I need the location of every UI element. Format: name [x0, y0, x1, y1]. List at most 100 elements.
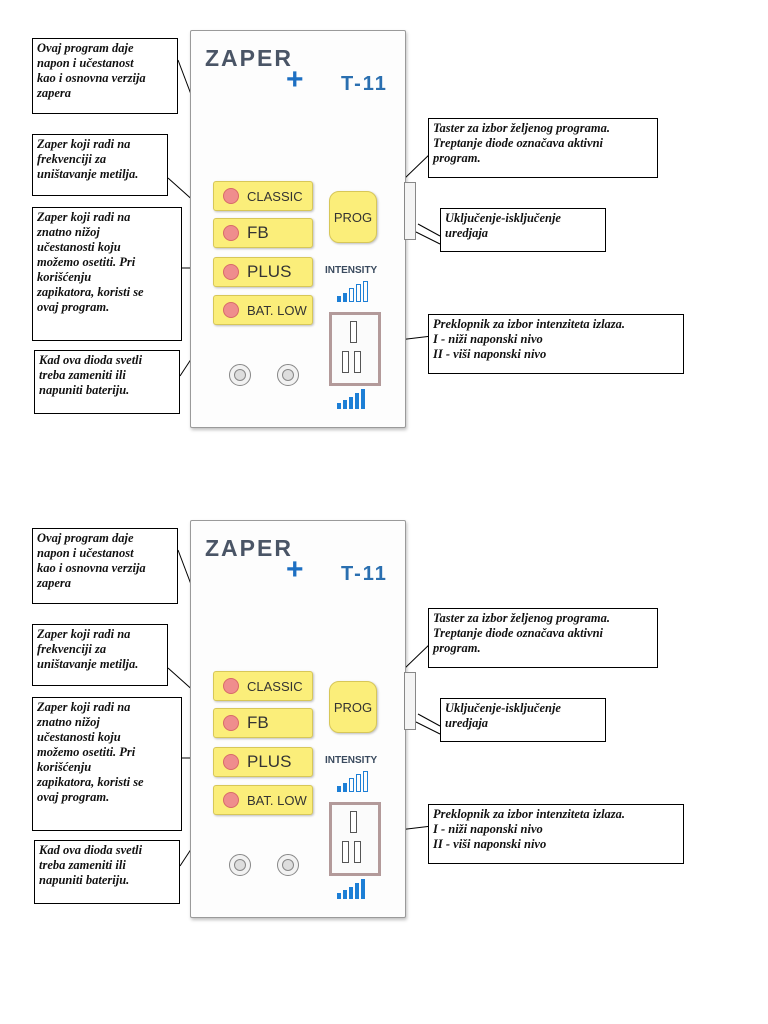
callout-line: kao i osnovna verzija	[37, 71, 146, 85]
callout-line: treba zameniti ili	[39, 368, 126, 382]
output-jack-icon	[229, 364, 251, 386]
intensity-label: INTENSITY	[325, 265, 378, 276]
program-plus-button[interactable]: PLUS	[213, 747, 313, 777]
classic-led-icon	[223, 188, 239, 204]
callout-line: Kad ova dioda svetli	[39, 843, 143, 857]
fb-led-icon	[223, 225, 239, 241]
program-classic-button[interactable]: CLASSIC	[213, 671, 313, 701]
callout-line: frekvenciji za	[37, 152, 107, 166]
plus-led-icon	[223, 754, 239, 770]
program-plus-button[interactable]: PLUS	[213, 257, 313, 287]
callout-line: I - niži naponski nivo	[433, 332, 543, 346]
callout-line: Zaper koji radi na	[37, 627, 131, 641]
callout-line: II - viši naponski nivo	[433, 347, 547, 361]
program-label: BAT. LOW	[247, 302, 307, 318]
program-fb-button[interactable]: FB	[213, 708, 313, 738]
level-two-slot-icon	[354, 841, 361, 863]
intensity-low-icon	[337, 771, 368, 792]
level-two-slot-icon	[342, 841, 349, 863]
callout-line: znatno nižoj	[37, 715, 100, 729]
callout-line: Preklopnik za izbor intenziteta izlaza.	[433, 807, 626, 821]
level-two-slot-icon	[342, 351, 349, 373]
output-jack-icon	[229, 854, 251, 876]
brand-name: ZAPER	[205, 535, 293, 561]
callout-line: program.	[433, 151, 481, 165]
callout-line: korišćenju	[37, 270, 92, 284]
callout-line: Ovaj program daje	[37, 531, 134, 545]
intensity-label: INTENSITY	[325, 755, 378, 766]
program-label: PLUS	[247, 262, 292, 281]
level-one-slot-icon	[350, 811, 357, 833]
callout-line: zapera	[37, 86, 72, 100]
zaper-diagram-panel: ZAPER + T-11 CLASSIC FB PLUS BAT. LOW PR…	[0, 0, 768, 440]
intensity-switch[interactable]	[329, 802, 381, 876]
callout-line: Taster za izbor željenog programa.	[433, 121, 610, 135]
callout-line: napon i učestanost	[37, 546, 134, 560]
level-two-slot-icon	[354, 351, 361, 373]
callout-line: zapikatora, koristi se	[37, 775, 144, 789]
level-one-slot-icon	[350, 321, 357, 343]
callout-prog: Taster za izbor željenog programa.Trepta…	[428, 608, 658, 668]
intensity-low-icon	[337, 281, 368, 302]
output-jack-icon	[277, 364, 299, 386]
battery-low-indicator: BAT. LOW	[213, 295, 313, 325]
plus-logo-icon: +	[286, 63, 304, 96]
callout-line: Taster za izbor željenog programa.	[433, 611, 610, 625]
callout-prog: Taster za izbor željenog programa.Trepta…	[428, 118, 658, 178]
zaper-device: ZAPER + T-11 CLASSIC FB PLUS BAT. LOW PR…	[190, 520, 406, 918]
callout-line: frekvenciji za	[37, 642, 107, 656]
plus-led-icon	[223, 264, 239, 280]
fb-led-icon	[223, 715, 239, 731]
callout-line: Zaper koji radi na	[37, 137, 131, 151]
battery-low-indicator: BAT. LOW	[213, 785, 313, 815]
callout-line: II - viši naponski nivo	[433, 837, 547, 851]
callout-line: program.	[433, 641, 481, 655]
callout-line: učestanosti koju	[37, 730, 121, 744]
callout-line: Ovaj program daje	[37, 41, 134, 55]
callout-intensity: Preklopnik za izbor intenziteta izlaza.I…	[428, 804, 684, 864]
program-label: FB	[247, 713, 269, 732]
callout-line: ovaj program.	[37, 790, 110, 804]
zaper-diagram-panel: ZAPER + T-11 CLASSIC FB PLUS BAT. LOW PR…	[0, 490, 768, 930]
callout-line: uredjaja	[445, 716, 489, 730]
intensity-switch[interactable]	[329, 312, 381, 386]
callout-line: zapera	[37, 576, 72, 590]
callout-line: možemo osetiti. Pri	[37, 745, 136, 759]
callout-line: napon i učestanost	[37, 56, 134, 70]
callout-line: Uključenje-isključenje	[445, 211, 561, 225]
prog-button[interactable]: PROG	[329, 681, 377, 733]
callout-intensity: Preklopnik za izbor intenziteta izlaza.I…	[428, 314, 684, 374]
callout-line: I - niži naponski nivo	[433, 822, 543, 836]
callout-line: Preklopnik za izbor intenziteta izlaza.	[433, 317, 626, 331]
callout-line: ovaj program.	[37, 300, 110, 314]
callout-line: korišćenju	[37, 760, 92, 774]
callout-line: znatno nižoj	[37, 225, 100, 239]
callout-line: napuniti bateriju.	[39, 383, 130, 397]
program-label: BAT. LOW	[247, 792, 307, 808]
program-label: CLASSIC	[247, 188, 303, 204]
power-switch[interactable]	[404, 672, 416, 730]
bat-low-led-icon	[223, 792, 239, 808]
callout-line: uništavanje metilja.	[37, 167, 139, 181]
callout-line: Kad ova dioda svetli	[39, 353, 143, 367]
power-switch[interactable]	[404, 182, 416, 240]
intensity-high-icon	[337, 879, 365, 899]
callout-line: Zaper koji radi na	[37, 210, 131, 224]
program-label: PLUS	[247, 752, 292, 771]
program-fb-button[interactable]: FB	[213, 218, 313, 248]
program-label: CLASSIC	[247, 678, 303, 694]
program-classic-button[interactable]: CLASSIC	[213, 181, 313, 211]
model-name: T-11	[341, 563, 388, 585]
callout-line: zapikatora, koristi se	[37, 285, 144, 299]
prog-button[interactable]: PROG	[329, 191, 377, 243]
